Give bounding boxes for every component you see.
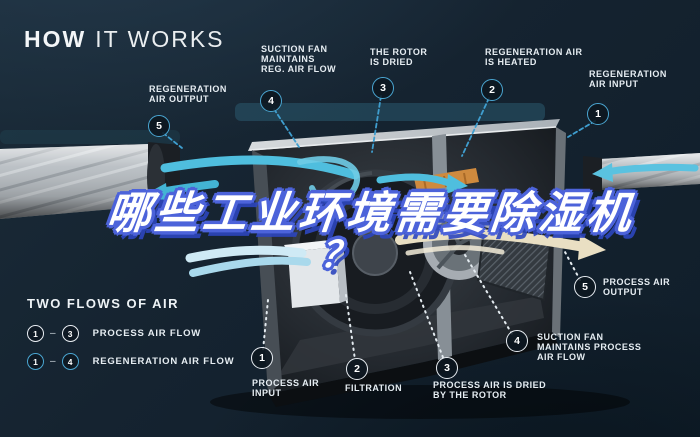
- airflow-process-in: [185, 245, 311, 277]
- legend-row-regeneration: 1 – 4 REGENERATION AIR FLOW: [27, 353, 234, 370]
- badge-5-regeneration-air-output: 5: [148, 115, 170, 137]
- badge-1-process-air-input: 1: [251, 347, 273, 369]
- left-duct: [0, 142, 180, 219]
- legend-badge-to-process: 3: [61, 325, 79, 342]
- headline-chinese-line2: ？: [318, 235, 363, 276]
- badge-2-filtration: 2: [346, 358, 368, 380]
- badge-4-suction-fan-process: 4: [506, 330, 528, 352]
- legend-dash: –: [50, 328, 56, 339]
- legend-dash: –: [50, 356, 56, 367]
- title-light: IT WORKS: [95, 26, 225, 52]
- badge-4-suction-fan-reg: 4: [260, 90, 282, 112]
- legend-label-regeneration: REGENERATION AIR FLOW: [92, 356, 235, 367]
- badge-5-process-air-output: 5: [574, 276, 596, 298]
- airflow-process-out: [395, 229, 606, 260]
- badge-3-process-air-dried: 3: [436, 357, 458, 379]
- headline-chinese-line1: 哪些工业环境需要除湿机: [104, 188, 638, 239]
- leader-lines: [162, 95, 596, 361]
- background-glow: [0, 103, 545, 144]
- legend-label-process: PROCESS AIR FLOW: [92, 328, 202, 339]
- airflow-regeneration: [146, 155, 699, 204]
- badge-2-regeneration-air-heated: 2: [481, 79, 503, 101]
- page-title: HOW IT WORKS: [24, 26, 225, 53]
- legend-row-process: 1 – 3 PROCESS AIR FLOW: [27, 325, 201, 342]
- title-bold: HOW: [24, 26, 87, 52]
- legend-badge-from-process: 1: [27, 325, 44, 342]
- legend-heading: TWO FLOWS OF AIR: [27, 296, 180, 311]
- badge-3-rotor-is-dried: 3: [372, 77, 394, 99]
- legend-badge-from-regeneration: 1: [27, 353, 44, 370]
- badge-1-regeneration-air-input: 1: [587, 103, 609, 125]
- legend-badge-to-regeneration: 4: [61, 353, 79, 370]
- label-filtration: FILTRATION: [345, 383, 403, 393]
